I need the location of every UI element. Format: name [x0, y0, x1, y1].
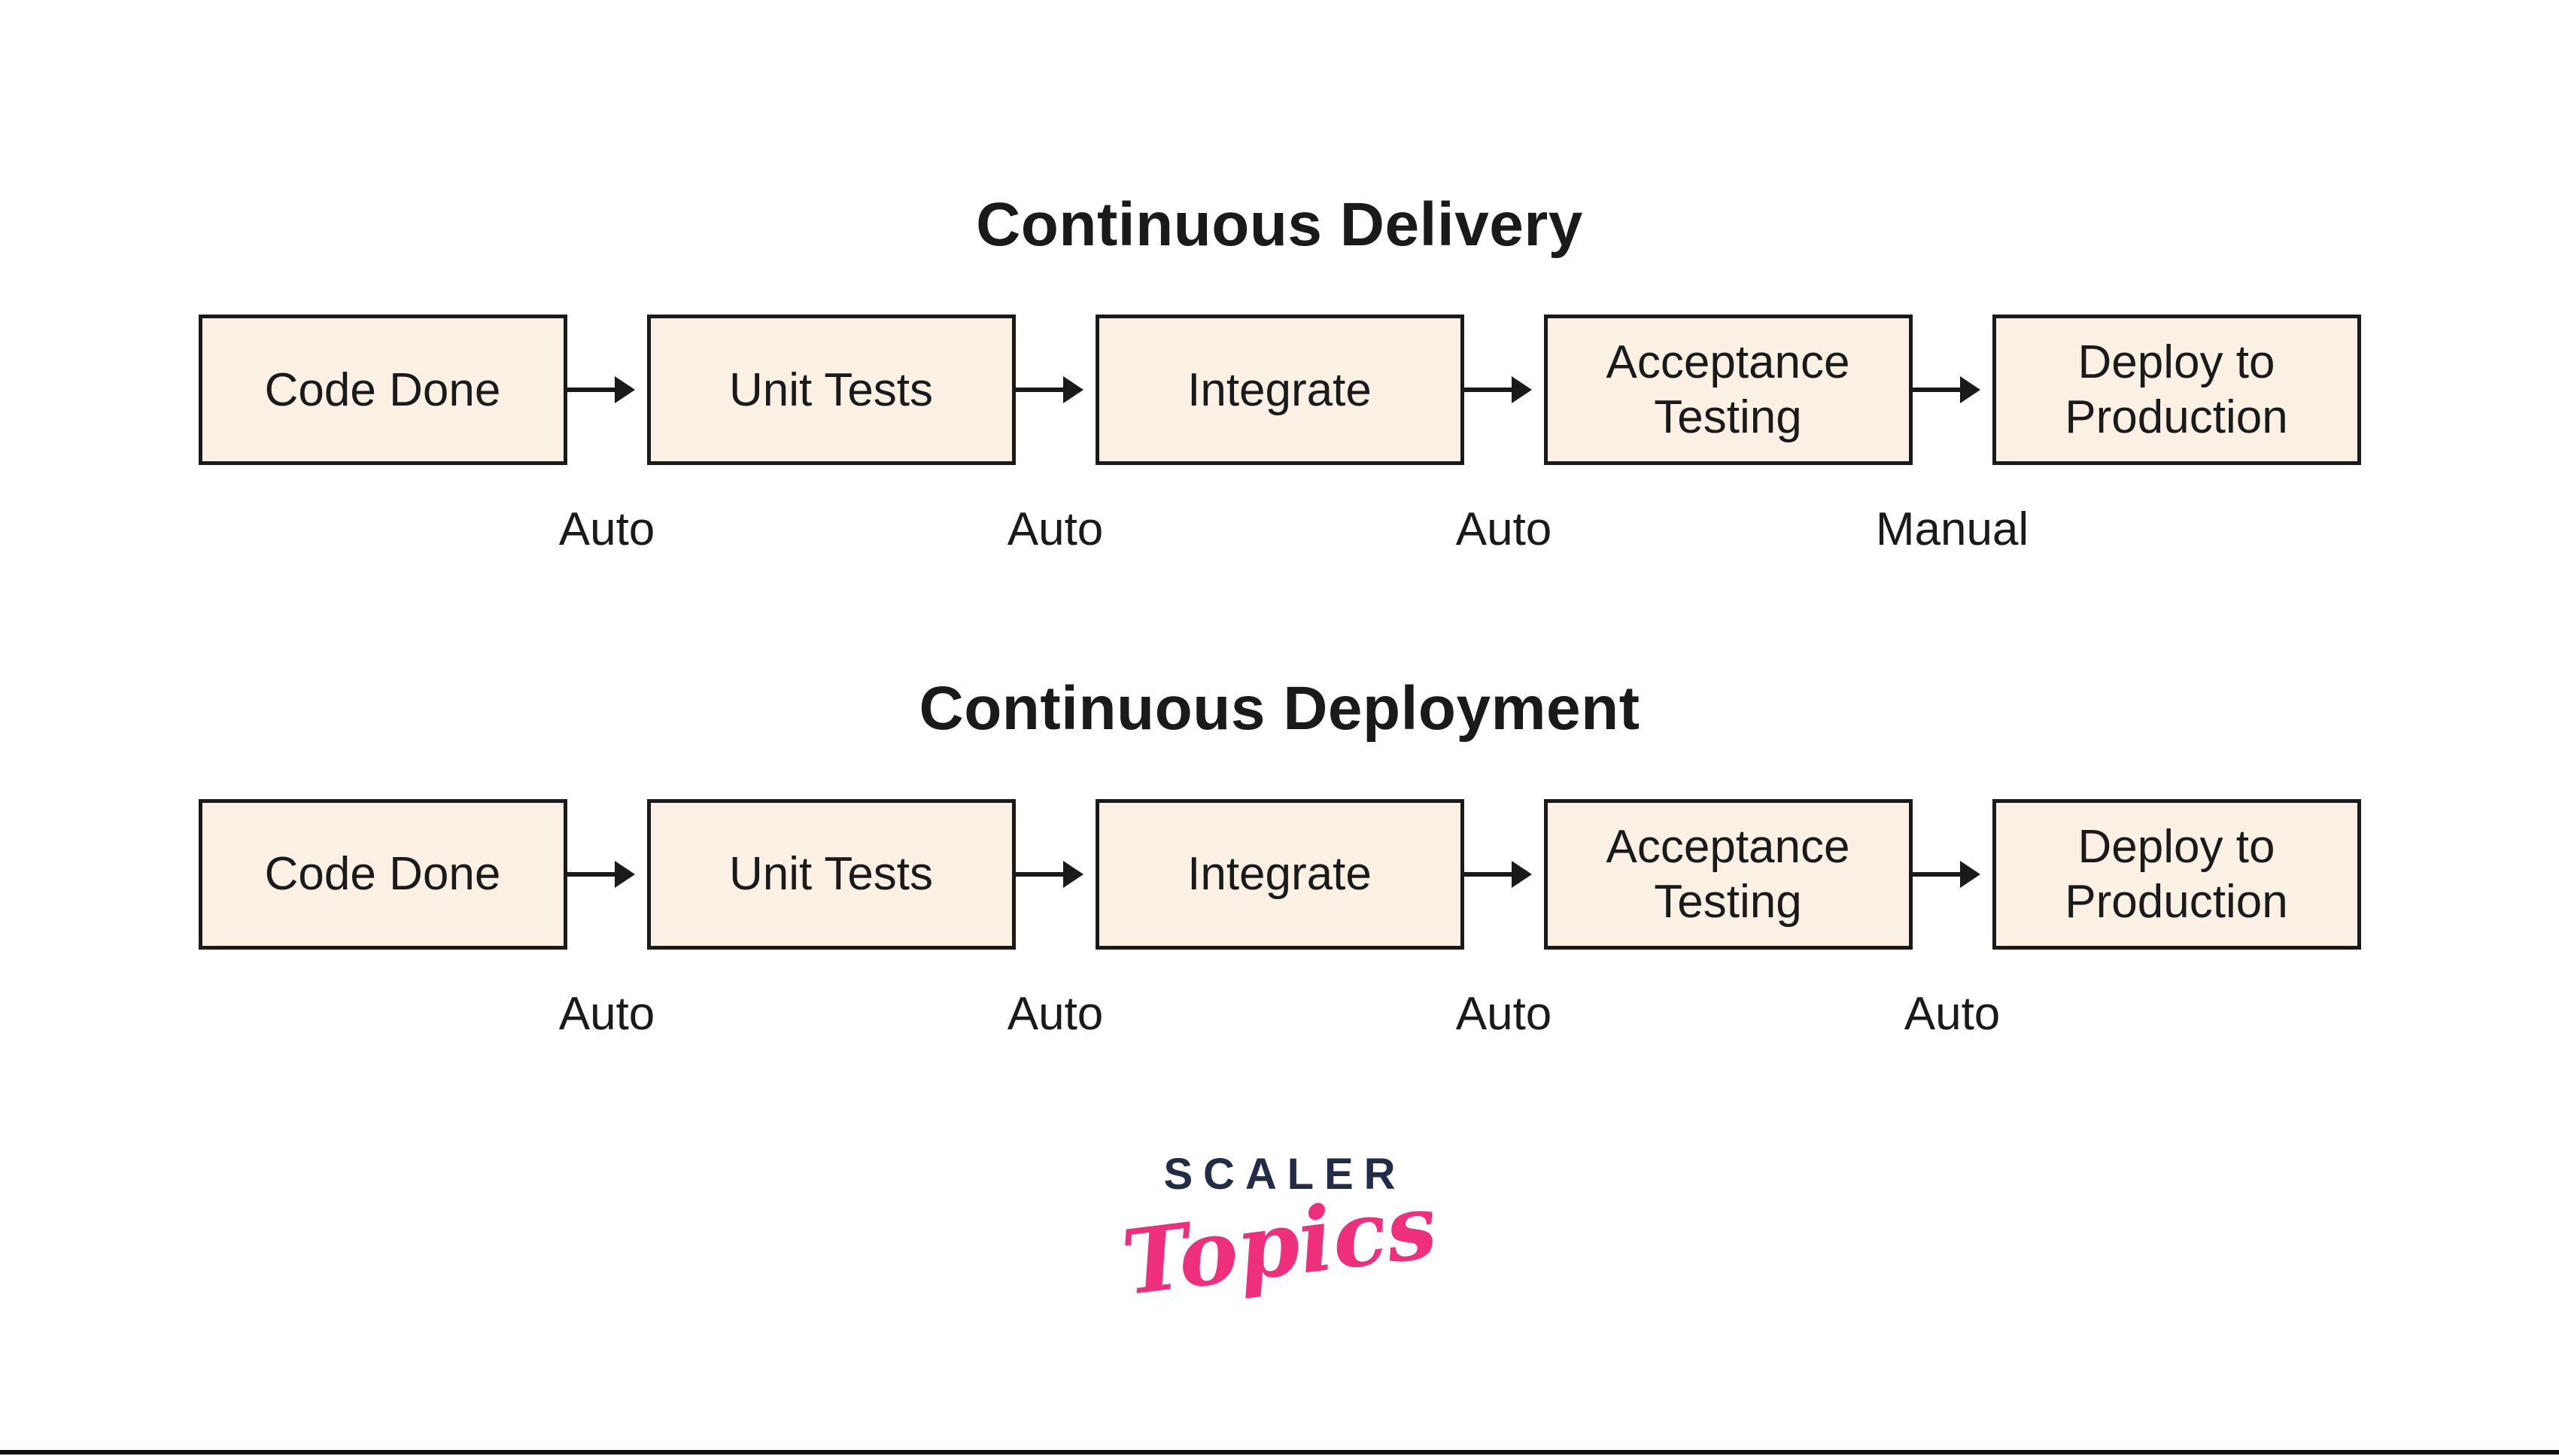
pipeline-title-continuous-deployment: Continuous Deployment — [919, 674, 1640, 743]
transition-label: Auto — [558, 503, 655, 556]
transition-label-slot: Auto — [1456, 503, 1552, 559]
flow-arrow-icon — [1912, 315, 1992, 465]
transition-label-slot: Auto — [1007, 503, 1104, 559]
flow-arrow-icon — [1463, 315, 1544, 465]
stage-label: Code Done — [264, 363, 501, 416]
bottom-rule — [0, 1450, 2559, 1454]
transition-label-slot: Auto — [1456, 987, 1552, 1044]
scaler-topics-logo: SCALER Topics — [0, 1149, 2559, 1315]
pipeline-2-stages: Code Done Unit Tests Integrate — [0, 798, 2559, 950]
stage-label: Integrate — [1187, 848, 1372, 901]
transition-label: Auto — [1007, 987, 1104, 1040]
transition-label-slot: Auto — [1007, 987, 1104, 1044]
scaler-wordmark: SCALER — [1163, 1149, 1406, 1199]
stage-label: Unit Tests — [728, 848, 934, 901]
transition-label-slot: Auto — [1904, 987, 2001, 1044]
stage-box-code-done: Code Done — [198, 798, 567, 950]
stage-box-deploy-to-production: Deploy to Production — [1992, 315, 2361, 466]
flow-arrow-icon — [1912, 799, 1992, 950]
transition-label: Auto — [1455, 503, 1552, 556]
transition-label-slot: Manual — [1876, 503, 2029, 559]
transition-label: Auto — [558, 987, 655, 1040]
stage-label: Code Done — [264, 848, 501, 901]
stage-label: Deploy to Production — [2065, 820, 2288, 928]
pipeline-1-transition-labels: Auto Auto Auto Manual — [0, 503, 2559, 559]
flow-arrow-icon — [567, 315, 647, 465]
pipeline-2-transition-labels: Auto Auto Auto Auto — [0, 987, 2559, 1044]
stage-label: Acceptance Testing — [1606, 336, 1850, 444]
stage-box-unit-tests: Unit Tests — [646, 798, 1016, 950]
flow-arrow-icon — [1463, 799, 1544, 950]
stage-label: Acceptance Testing — [1606, 820, 1850, 928]
transition-label: Auto — [1455, 987, 1552, 1040]
stage-box-acceptance-testing: Acceptance Testing — [1543, 798, 1913, 950]
stage-box-acceptance-testing: Acceptance Testing — [1543, 315, 1913, 466]
flow-arrow-icon — [1015, 799, 1096, 950]
transition-label-slot: Auto — [559, 987, 655, 1044]
transition-label-slot: Auto — [559, 503, 655, 559]
stage-label: Unit Tests — [728, 363, 934, 416]
flow-arrow-icon — [567, 799, 647, 950]
stage-box-unit-tests: Unit Tests — [646, 315, 1016, 466]
flow-arrow-icon — [1015, 315, 1096, 465]
transition-label: Auto — [1904, 987, 2001, 1040]
transition-label: Auto — [1007, 503, 1104, 556]
stage-box-code-done: Code Done — [198, 315, 567, 466]
pipeline-1-stages: Code Done Unit Tests Integrate — [0, 315, 2559, 466]
stage-box-integrate: Integrate — [1095, 315, 1464, 466]
stage-box-integrate: Integrate — [1095, 798, 1464, 950]
stage-label: Integrate — [1187, 363, 1372, 416]
transition-label: Manual — [1875, 503, 2029, 556]
pipeline-title-continuous-delivery: Continuous Delivery — [976, 190, 1583, 259]
stage-box-deploy-to-production: Deploy to Production — [1992, 798, 2361, 950]
stage-label: Deploy to Production — [2065, 336, 2288, 444]
